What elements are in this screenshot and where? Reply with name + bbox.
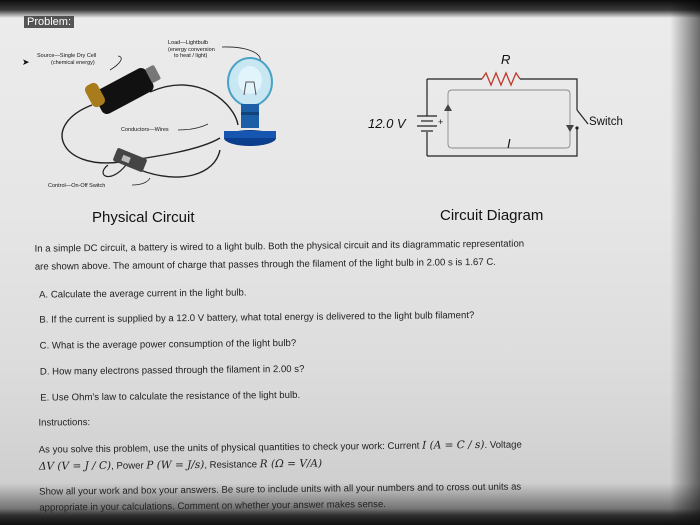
battery-illustration bbox=[84, 65, 161, 114]
resistor-symbol bbox=[481, 71, 521, 87]
wire-loop-3 bbox=[139, 149, 221, 178]
problem-label: Problem: bbox=[24, 16, 75, 28]
conductor-leader bbox=[177, 123, 209, 131]
switch-label: Switch bbox=[589, 116, 623, 128]
wire-right-bottom bbox=[427, 128, 578, 157]
photo-shadow-bottom bbox=[0, 509, 700, 525]
physical-circuit-caption: Physical Circuit bbox=[92, 209, 195, 226]
wire-to-switch bbox=[102, 164, 127, 178]
source-leader bbox=[109, 55, 122, 71]
circuit-diagram-caption: Circuit Diagram bbox=[440, 207, 544, 224]
load-label: Load—Lightbulb (energy conversion to hea… bbox=[168, 40, 215, 59]
current-label: I bbox=[507, 136, 511, 151]
question-a: A. Calculate the average current in the … bbox=[39, 287, 247, 301]
switch-blade bbox=[576, 109, 589, 125]
load-leader bbox=[221, 46, 261, 61]
source-arrow-icon: ➤ bbox=[22, 57, 30, 67]
wire-loop-2 bbox=[149, 84, 239, 126]
source-label: Source—Single Dry Cell (chemical energy) bbox=[37, 53, 97, 66]
photo-shadow-right bbox=[670, 0, 700, 525]
plus-sign: + bbox=[438, 117, 444, 127]
conductors-label: Conductors—Wires bbox=[121, 127, 169, 133]
circuit-diagram bbox=[417, 71, 589, 157]
wire-top-right bbox=[520, 78, 578, 110]
control-leader bbox=[131, 177, 151, 186]
current-arrows bbox=[444, 104, 574, 132]
switch-contact bbox=[575, 126, 579, 130]
switch-illustration bbox=[113, 148, 147, 172]
voltage-label: 12.0 V bbox=[368, 116, 406, 131]
photo-shadow-top bbox=[0, 0, 700, 18]
current-loop bbox=[447, 89, 571, 149]
resistor-label: R bbox=[501, 52, 511, 67]
instructions-heading: Instructions: bbox=[38, 417, 91, 429]
control-label: Control—On-Off Switch bbox=[48, 183, 106, 189]
lightbulb-illustration bbox=[224, 57, 276, 146]
wire-loop-1 bbox=[61, 104, 221, 164]
